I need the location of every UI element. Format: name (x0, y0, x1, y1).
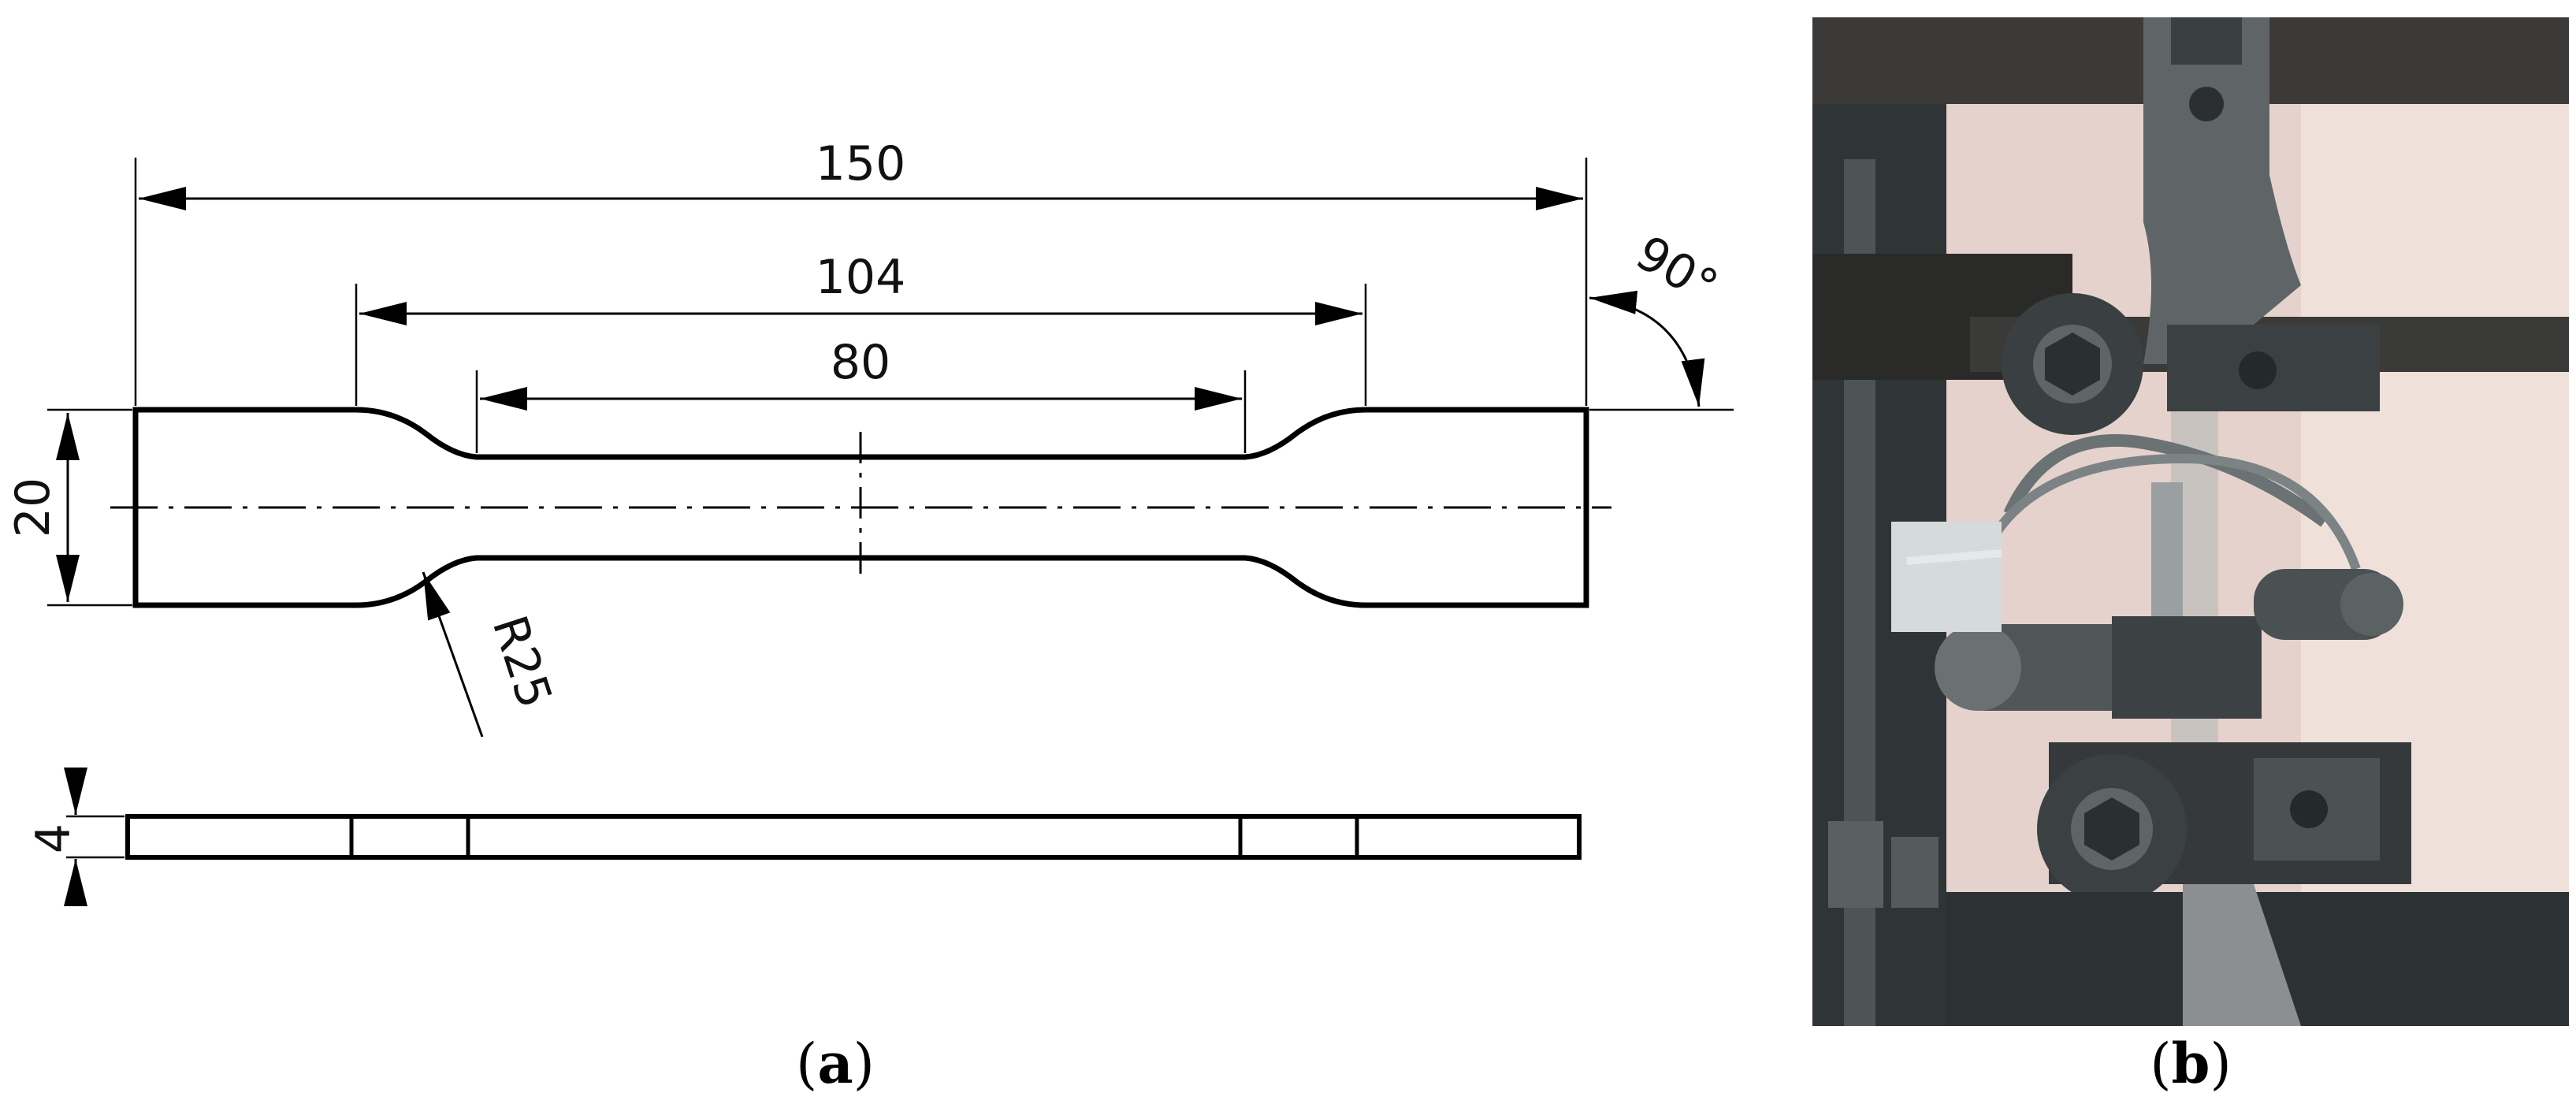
specimen-drawing: 150 104 80 20 R25 90° 4 (6, 136, 1734, 906)
angle-arc (1589, 290, 1705, 407)
test-setup-photo (1812, 17, 2569, 1026)
dim-thickness: 4 (26, 823, 81, 853)
dim-radius: R25 (481, 609, 563, 715)
dim-shoulder-length: 104 (816, 250, 906, 305)
caption-b: (b) (2150, 1031, 2232, 1096)
dim-width: 20 (6, 478, 61, 537)
dim-overall-length: 150 (816, 136, 906, 191)
dim-angle: 90° (1626, 225, 1727, 315)
radius-leader (422, 571, 484, 738)
side-view (125, 814, 1582, 860)
caption-a: (a) (796, 1031, 875, 1096)
dim-gauge-length: 80 (831, 335, 890, 390)
